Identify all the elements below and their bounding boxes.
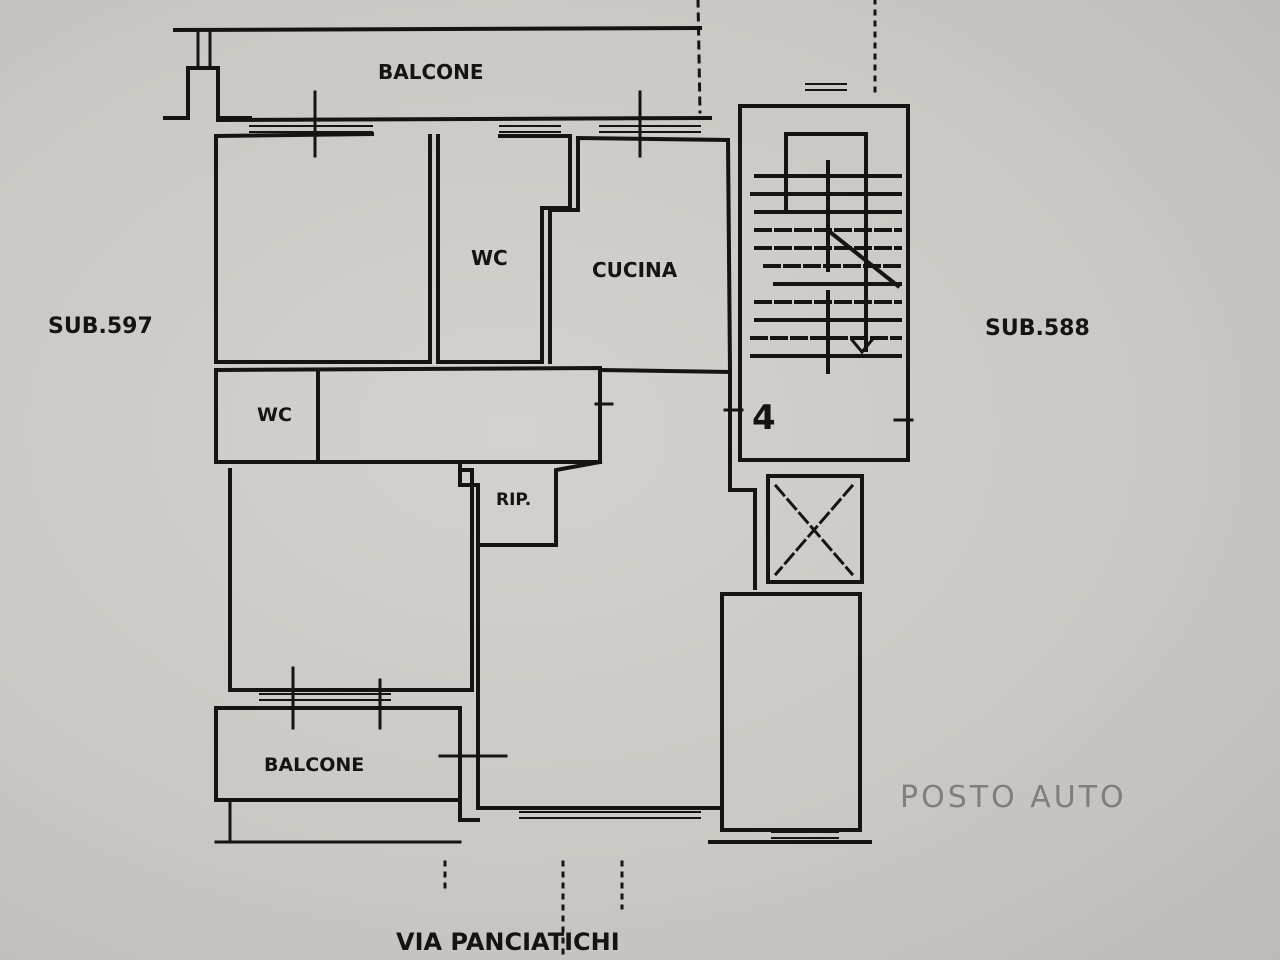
wc-top-walls	[436, 134, 572, 364]
balcony-bottom-label: BALCONE	[264, 754, 365, 776]
neighbor-left-label: SUB.597	[48, 314, 153, 339]
kitchen-label: CUCINA	[592, 258, 678, 282]
bedroom-top-left-walls	[214, 134, 432, 364]
street-name-label: VIA PANCIATICHI	[396, 928, 620, 956]
wc-top-label: WC	[471, 246, 508, 270]
balcony-top-railing	[172, 25, 703, 33]
wc-left-label: WC	[257, 404, 292, 426]
living-room-walls	[476, 543, 722, 810]
stair-number-label: 4	[752, 398, 776, 438]
neighbor-right-label: SUB.588	[985, 316, 1090, 341]
parking-annotation: POSTO AUTO	[900, 780, 1127, 815]
stairwell-walls	[738, 104, 910, 462]
balcony-top-label: BALCONE	[378, 60, 484, 84]
kitchen-walls	[548, 135, 733, 373]
elevator-shaft	[766, 474, 864, 584]
bedroom-bottom-left-walls	[228, 468, 474, 692]
garage-walls	[720, 592, 862, 832]
storage-label: RIP.	[496, 490, 532, 510]
